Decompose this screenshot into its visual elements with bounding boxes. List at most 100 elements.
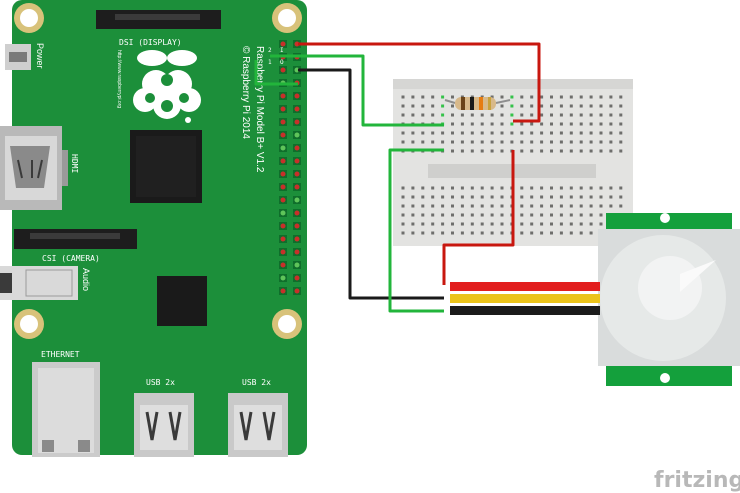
breadboard-hole (589, 113, 593, 117)
gpio-pin (280, 132, 286, 138)
breadboard-hole (441, 95, 445, 99)
breadboard-hole (569, 113, 573, 117)
breadboard-hole (510, 95, 514, 99)
breadboard-hole (490, 95, 494, 99)
sensor-lead-yellow (450, 294, 600, 303)
breadboard-hole (540, 195, 544, 199)
wire-green-signal-b (270, 82, 444, 313)
breadboard-hole (510, 122, 514, 126)
gpio-pin (280, 184, 286, 190)
breadboard-hole (579, 231, 583, 235)
breadboard-hole (569, 140, 573, 144)
wires (254, 42, 541, 313)
breadboard-hole (569, 149, 573, 153)
gpio-pin (280, 41, 286, 47)
breadboard-hole (441, 195, 445, 199)
breadboard-hole (451, 213, 454, 217)
breadboard-hole (411, 195, 415, 199)
resistor (444, 97, 511, 110)
gpio-pin (280, 210, 286, 216)
breadboard-hole (569, 104, 573, 108)
breadboard-hole (599, 140, 603, 144)
breadboard-hole (451, 140, 454, 144)
breadboard-hole (451, 231, 454, 235)
breadboard-hole (431, 113, 435, 117)
breadboard-hole (451, 149, 454, 153)
gpio-pin (280, 236, 286, 242)
breadboard-hole (540, 113, 544, 117)
breadboard-hole (460, 186, 464, 190)
breadboard-hole (569, 131, 573, 135)
breadboard-hole (589, 140, 593, 144)
breadboard-hole (401, 213, 405, 217)
breadboard-hole (520, 231, 524, 235)
breadboard-hole (540, 204, 544, 208)
breadboard-hole (559, 95, 563, 99)
breadboard-hole (530, 122, 534, 126)
breadboard-hole (451, 186, 454, 190)
breadboard-hole (520, 204, 524, 208)
gpio-pin-2-label: 2 (268, 47, 272, 54)
breadboard-hole (550, 122, 553, 126)
gpio-pin (294, 249, 300, 255)
hdmi-label: HDMI (70, 154, 79, 173)
breadboard-hole (609, 104, 613, 108)
breadboard-hole (599, 186, 603, 190)
breadboard-hole (490, 131, 494, 135)
breadboard-hole (480, 149, 484, 153)
breadboard-hole (609, 149, 613, 153)
breadboard-hole (589, 95, 593, 99)
breadboard-hole (530, 113, 534, 117)
breadboard-hole (500, 195, 504, 199)
breadboard-hole (579, 122, 583, 126)
breadboard-hole (550, 95, 553, 99)
breadboard-hole (550, 104, 553, 108)
breadboard-hole (411, 140, 415, 144)
breadboard-hole (490, 186, 494, 190)
breadboard-hole (460, 213, 464, 217)
breadboard-hole (500, 204, 504, 208)
breadboard-hole (569, 186, 573, 190)
breadboard-hole (599, 195, 603, 199)
breadboard-hole (589, 122, 593, 126)
breadboard-hole (599, 95, 603, 99)
breadboard-hole (401, 140, 405, 144)
gpio-pin (280, 288, 286, 294)
url-label: http://www.raspberrypi.org (116, 50, 122, 108)
breadboard-hole (550, 140, 553, 144)
breadboard-hole (609, 140, 613, 144)
breadboard-hole (411, 231, 415, 235)
breadboard-hole (520, 149, 524, 153)
breadboard-hole (480, 131, 484, 135)
breadboard-hole (540, 104, 544, 108)
breadboard-hole (401, 104, 405, 108)
breadboard-hole (550, 186, 553, 190)
breadboard-hole (589, 222, 593, 226)
breadboard-hole (520, 131, 524, 135)
gpio-pin (280, 106, 286, 112)
copyright-label: © Raspberry Pi 2014 (240, 46, 251, 139)
breadboard-hole (599, 104, 603, 108)
sensor-lead-red (450, 282, 600, 291)
wire-green-signal-a (270, 54, 444, 127)
breadboard-hole (431, 195, 435, 199)
breadboard-hole (421, 186, 425, 190)
breadboard-hole (500, 140, 504, 144)
breadboard-hole (401, 186, 405, 190)
breadboard-hole (411, 222, 415, 226)
breadboard-hole (431, 186, 435, 190)
breadboard-hole (460, 231, 464, 235)
gpio-pin (280, 171, 286, 177)
breadboard-hole (510, 104, 514, 108)
breadboard-hole (619, 122, 623, 126)
sensor-lead-black (450, 306, 600, 315)
breadboard-hole (470, 195, 474, 199)
breadboard-hole (530, 231, 534, 235)
dsi-label: DSI (DISPLAY) (119, 38, 182, 47)
breadboard-hole (550, 213, 553, 217)
breadboard-hole (460, 113, 464, 117)
breadboard-hole (490, 231, 494, 235)
breadboard-hole (451, 222, 454, 226)
power-label: Power (35, 43, 45, 69)
breadboard-hole (401, 113, 405, 117)
